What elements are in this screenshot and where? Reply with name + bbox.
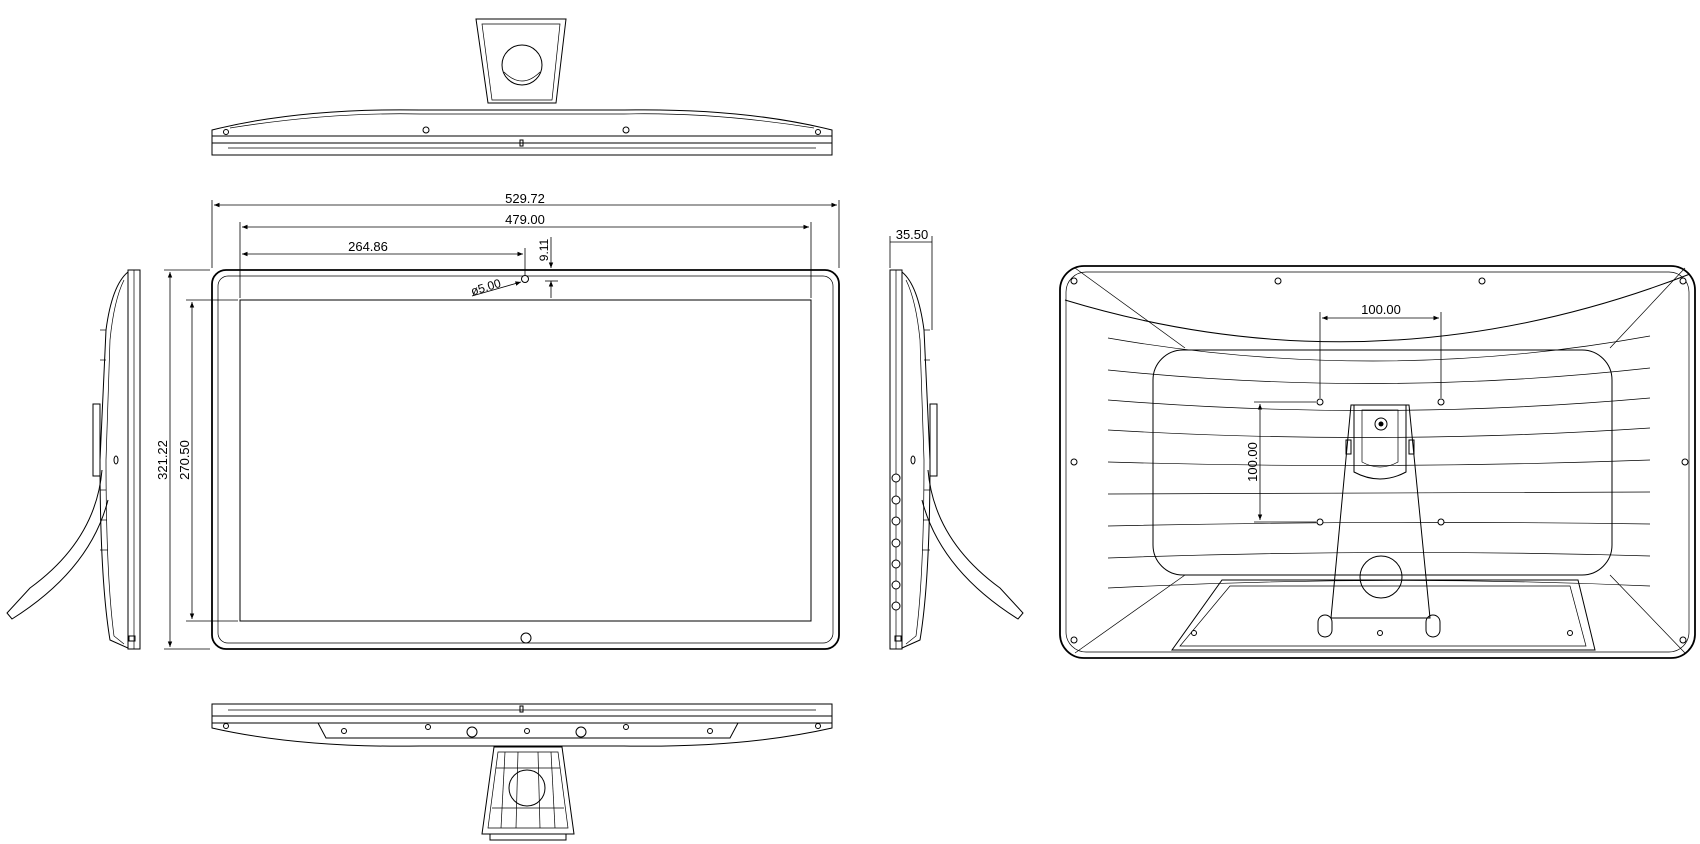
dim-depth: 35.50 xyxy=(889,227,933,330)
rear-housing-outer xyxy=(1059,265,1696,659)
dim-camera-diameter: ø5.00 xyxy=(469,276,522,298)
dim-camera-offset: 264.86 xyxy=(242,239,526,275)
front-bezel-outer xyxy=(211,269,840,650)
bottom-view xyxy=(211,703,833,841)
dim-camera-offset-label: 264.86 xyxy=(348,239,388,254)
front-screen-area xyxy=(239,299,812,622)
rear-stand-knob xyxy=(1359,555,1403,599)
dim-depth-label: 35.50 xyxy=(896,227,929,242)
dim-vesa-vertical-label: 100.00 xyxy=(1245,442,1260,482)
dim-camera-top-offset-label: 9.11 xyxy=(537,238,551,261)
bottom-stand-knob xyxy=(508,769,546,807)
dim-screen-height: 270.50 xyxy=(177,299,238,622)
dim-vesa-horizontal-label: 100.00 xyxy=(1361,302,1401,317)
dim-overall-height-label: 321.22 xyxy=(155,440,170,480)
left-side-view xyxy=(6,269,141,650)
dim-camera-diameter-label: ø5.00 xyxy=(469,276,503,298)
dim-screen-width: 479.00 xyxy=(239,212,812,298)
dim-overall-width-label: 529.72 xyxy=(505,191,545,206)
bottom-stand-base xyxy=(481,746,575,841)
dim-screen-width-label: 479.00 xyxy=(505,212,545,227)
rear-stand xyxy=(1171,404,1596,651)
front-view xyxy=(211,269,840,650)
dim-vesa-horizontal: 100.00 xyxy=(1319,302,1442,398)
top-view xyxy=(211,18,833,156)
dim-screen-height-label: 270.50 xyxy=(177,440,192,480)
dim-overall-height: 321.22 xyxy=(155,269,210,650)
side-button-column xyxy=(891,473,901,611)
dim-camera-top-offset: 9.11 xyxy=(537,237,558,298)
dim-overall-width: 529.72 xyxy=(211,191,840,268)
camera-icon xyxy=(521,275,529,283)
rear-screw-holes xyxy=(1070,277,1689,644)
top-view-stand-knob xyxy=(501,44,543,86)
rear-view xyxy=(1059,265,1696,659)
dim-vesa-vertical: 100.00 xyxy=(1245,401,1316,523)
home-button-icon xyxy=(520,632,532,644)
vesa-holes xyxy=(1316,398,1445,526)
right-side-view xyxy=(889,269,1024,650)
rear-vent-ribs xyxy=(1107,335,1651,589)
